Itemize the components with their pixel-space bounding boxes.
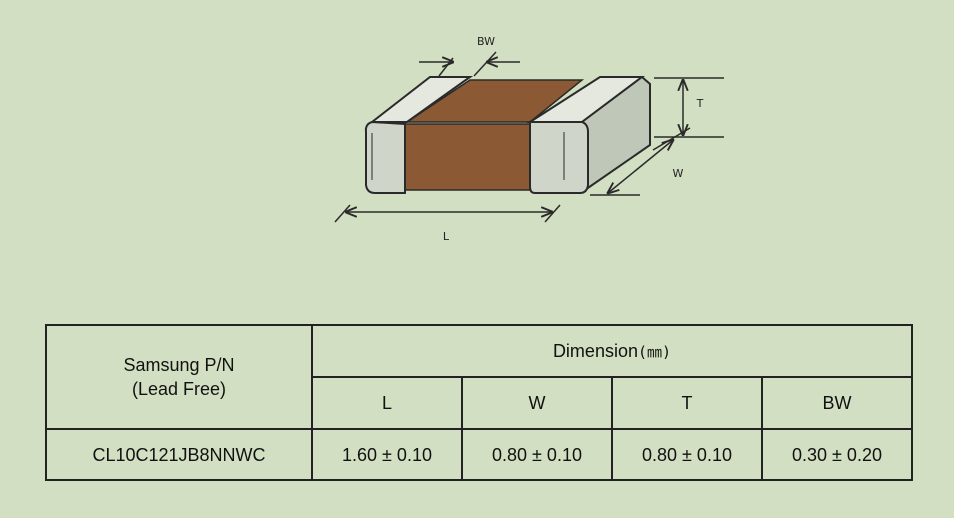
w-label: W (673, 167, 684, 180)
dimension-header: Dimension(㎜) (311, 324, 913, 378)
w-dimension: W (590, 127, 691, 196)
bw-dimension: BW (419, 35, 520, 77)
value-cell-l: 1.60 ± 0.10 (311, 428, 463, 481)
chip-capacitor (364, 75, 651, 194)
table-header-row: Samsung P/N (Lead Free) Dimension(㎜) (45, 324, 913, 430)
column-header-bw: BW (761, 376, 913, 430)
part-number-header-line1: Samsung P/N (123, 355, 235, 375)
column-header-w: W (461, 376, 613, 430)
table-subheader-row: L W T BW (46, 376, 913, 430)
part-number-header: Samsung P/N (Lead Free) (45, 324, 313, 430)
value-cell-t: 0.80 ± 0.10 (611, 428, 763, 481)
dimension-header-label: Dimension (552, 340, 638, 361)
t-dimension: T (654, 77, 724, 138)
capacitor-dimension-diagram: BW T W L (334, 35, 724, 243)
body-top-face (404, 79, 585, 123)
column-header-l: L (311, 376, 463, 430)
value-cell-bw: 0.30 ± 0.20 (761, 428, 913, 481)
right-terminal (526, 75, 651, 194)
l-label: L (443, 230, 450, 243)
column-header-t: T (611, 376, 763, 430)
l-dimension: L (334, 204, 561, 243)
dimension-unit: (㎜) (637, 342, 672, 361)
value-cell-w: 0.80 ± 0.10 (461, 428, 613, 481)
body-front-face (403, 123, 531, 191)
table-row: CL10C121JB8NNWC 1.60 ± 0.10 0.80 ± 0.10 … (45, 428, 913, 481)
left-terminal (364, 76, 474, 194)
part-number-cell: CL10C121JB8NNWC (45, 428, 313, 481)
bw-label: BW (477, 35, 495, 48)
part-number-header-line2: (Lead Free) (131, 379, 227, 399)
t-label: T (696, 97, 704, 110)
dimension-table: Samsung P/N (Lead Free) Dimension(㎜) L W… (45, 324, 913, 481)
